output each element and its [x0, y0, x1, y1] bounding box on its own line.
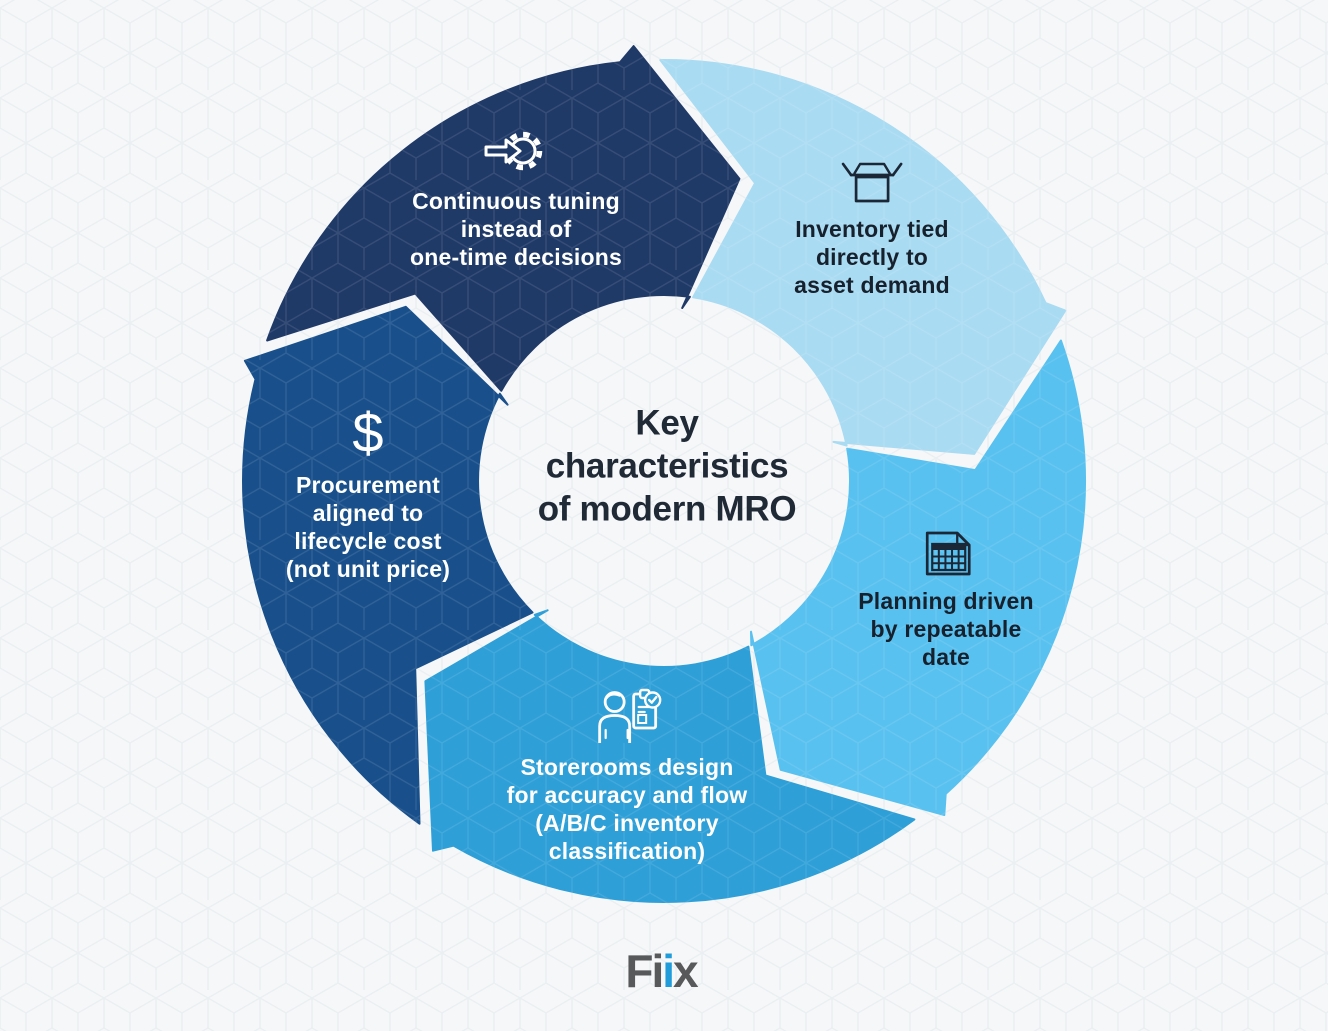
- open-box-icon: [840, 158, 904, 206]
- diagram-title: Key characteristics of modern MRO: [537, 403, 797, 529]
- segment-inventory-demand: Inventory tied directly to asset demand: [794, 158, 950, 299]
- logo-letter-accent: i: [662, 945, 675, 997]
- segment-continuous-tuning: Continuous tuning instead of one-time de…: [410, 124, 622, 271]
- logo-letter: i: [651, 945, 664, 997]
- segment-planning-data: Planning driven by repeatable date: [858, 528, 1034, 671]
- logo-letter: F: [625, 945, 653, 997]
- segment-label: Procurement aligned to lifecycle cost (n…: [285, 472, 451, 582]
- dollar-sign-icon: $: [352, 401, 384, 464]
- segment-label: Continuous tuning instead of one-time de…: [410, 188, 622, 270]
- person-clipboard-icon: [592, 686, 662, 744]
- logo-letter: x: [673, 945, 699, 997]
- gear-arrow-icon: [483, 124, 549, 178]
- segment-label: Planning driven by repeatable date: [858, 588, 1034, 670]
- segment-procurement-lifecycle: $ Procurement aligned to lifecycle cost …: [286, 404, 450, 583]
- segment-label: Storerooms design for accuracy and flow …: [506, 754, 748, 864]
- segment-label: Inventory tied directly to asset demand: [794, 216, 950, 298]
- spreadsheet-icon: [917, 528, 975, 578]
- fiix-logo: F i i x: [625, 944, 699, 998]
- segment-storerooms-design: Storerooms design for accuracy and flow …: [507, 686, 748, 865]
